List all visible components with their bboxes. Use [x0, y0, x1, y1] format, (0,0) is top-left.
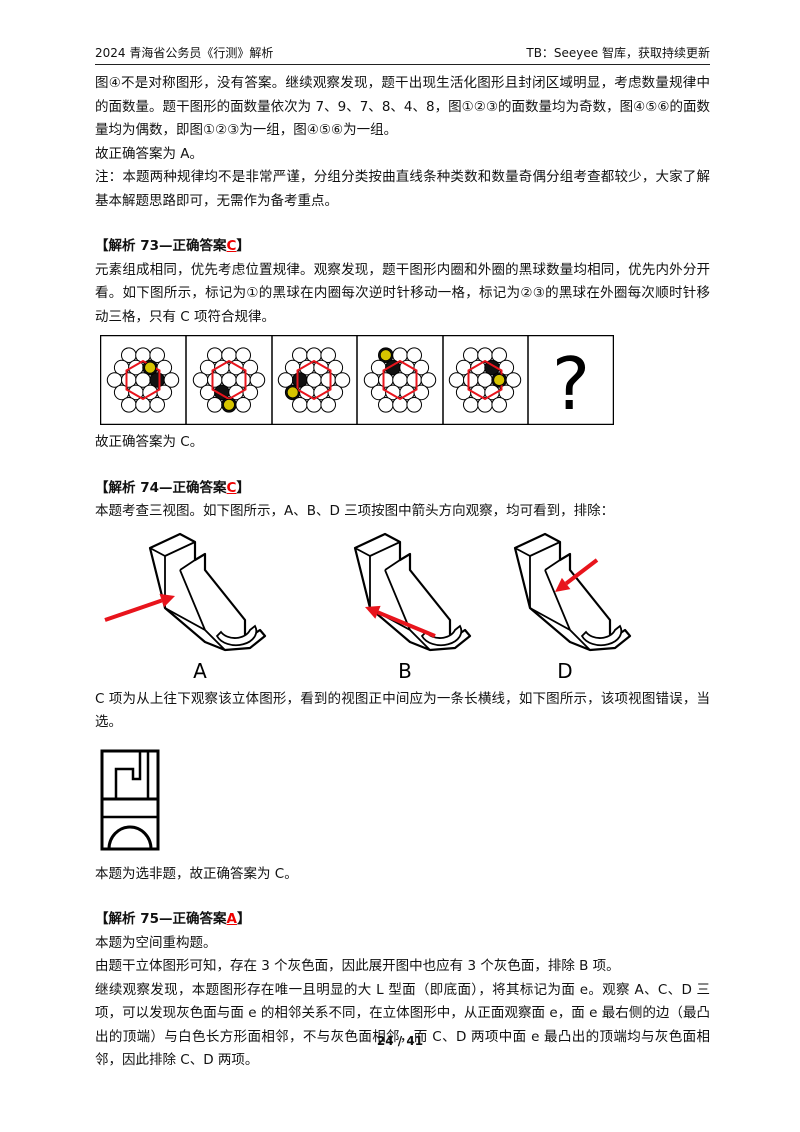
white-ball: [420, 372, 437, 388]
white-ball: [498, 384, 515, 401]
block-edges: [149, 540, 226, 651]
view-label: D: [557, 659, 572, 682]
white-ball: [163, 372, 180, 388]
answer-letter: C: [226, 238, 237, 254]
isometric-view: B: [353, 532, 472, 682]
white-ball: [463, 397, 479, 413]
arc-outline: [107, 825, 153, 849]
sec72-paragraph-3: 注：本题两种规律均不是非常严谨，分组分类按曲直线条种类数和数量奇偶分组考查都较少…: [95, 169, 710, 209]
isometric-view: D: [513, 532, 632, 682]
white-ball: [149, 397, 166, 413]
heading-suffix: 】: [236, 911, 251, 927]
white-ball: [156, 384, 173, 401]
outer-ball-badge: [379, 349, 392, 362]
sec73-paragraph-2: 故正确答案为 C。: [95, 434, 204, 450]
white-ball: [235, 347, 251, 364]
q73-sequence-figure: ?: [100, 335, 614, 425]
white-ball: [292, 397, 308, 413]
block-edges: [354, 540, 431, 651]
sec74-heading: 【解析 74—正确答案C】: [95, 477, 710, 501]
white-ball: [505, 372, 522, 388]
white-ball: [406, 397, 423, 413]
page-content: 图④不是对称图形，没有答案。继续观察发现，题干出现生活化图形且封闭区域明显，考虑…: [95, 72, 710, 1073]
inner-ring-marker: [382, 359, 418, 401]
view-direction-arrow: [564, 557, 599, 585]
white-ball: [320, 397, 336, 413]
arc-cutout: [580, 624, 623, 646]
white-ball: [406, 347, 423, 364]
outer-ball-badge: [223, 398, 235, 411]
white-ball: [242, 384, 259, 401]
page-number: 24 / 41: [376, 1034, 424, 1048]
inner-ring-marker: [467, 359, 503, 401]
sec75-paragraph-1: 本题为空间重构题。: [95, 934, 217, 951]
question-mark: ?: [552, 342, 590, 425]
answer-letter: C: [226, 479, 237, 496]
white-ball: [413, 359, 430, 376]
arc-cutout: [215, 624, 258, 646]
white-ball: [491, 397, 508, 413]
header-source: TB：Seeyee 智库，获取持续更新: [526, 46, 710, 60]
arrow-head: [555, 577, 571, 592]
sec74-paragraph-3: 本题为选非题，故正确答案为 C。: [95, 865, 298, 882]
arc-cutout: [420, 624, 463, 646]
sec73-paragraph-1: 元素组成相同，优先考虑位置规律。观察发现，题干图形内圈和外圈的黑球数量均相同，优…: [95, 261, 710, 325]
top-view-figure: [100, 749, 160, 850]
white-ball: [149, 347, 166, 364]
white-ball: [334, 372, 351, 388]
sequence-panel: [363, 347, 437, 413]
white-ball: [413, 384, 430, 401]
white-ball: [327, 359, 344, 376]
heading-prefix: 【解析 73—正确答案: [95, 238, 227, 254]
white-ball: [121, 397, 137, 413]
white-ball: [378, 397, 394, 413]
sec75-paragraph-2: 由题干立体图形可知，存在 3 个灰色面，因此展开图中也应有 3 个灰色面，排除 …: [95, 958, 620, 974]
white-ball: [320, 347, 336, 364]
view-label: A: [193, 659, 207, 682]
view-label: B: [398, 659, 412, 682]
white-ball: [156, 359, 173, 376]
isometric-view: A: [148, 532, 267, 682]
sec72-paragraph-2: 故正确答案为 A。: [95, 145, 204, 162]
page-header: 2024 青海省公务员《行测》解析 TB：Seeyee 智库，获取持续更新: [95, 42, 710, 65]
outer-ball-badge: [286, 386, 299, 399]
sec74-paragraph-1: 本题考查三视图。如下图所示，A、B、D 三项按图中箭头方向观察，均可看到，排除：: [95, 503, 615, 519]
heading-suffix: 】: [236, 479, 250, 496]
white-ball: [498, 359, 515, 376]
white-ball: [249, 372, 266, 388]
outer-ball-badge: [493, 374, 506, 386]
heading-suffix: 】: [236, 238, 250, 254]
header-title: 2024 青海省公务员《行测》解析: [95, 46, 274, 60]
heading-prefix: 【解析 75—正确答案: [95, 911, 227, 927]
answer-letter: A: [226, 911, 237, 927]
outer-ball-badge: [144, 361, 156, 374]
heading-prefix: 【解析 74—正确答案: [95, 479, 227, 496]
block-edges: [514, 540, 591, 651]
inner-ring-marker: [125, 359, 161, 401]
view-direction-arrow: [104, 598, 163, 622]
sec74-paragraph-2: C 项为从上往下观察该立体图形，看到的视图正中间应为一条长横线，如下图所示，该项…: [95, 690, 710, 731]
sequence-panel: [192, 347, 266, 413]
white-ball: [242, 359, 259, 376]
sequence-panel: [277, 347, 351, 413]
arrow-head: [159, 593, 175, 607]
sec75-heading: 【解析 75—正确答案A】: [95, 908, 710, 932]
sec72-paragraph-1: 图④不是对称图形，没有答案。继续观察发现，题干出现生活化图形且封闭区域明显，考虑…: [95, 75, 710, 138]
sec75-paragraph-3: 继续观察发现，本题图形存在唯一且明显的大 L 型面（即底面），将其标记为面 e。…: [95, 981, 710, 1069]
white-ball: [327, 384, 344, 401]
inner-ring-marker: [296, 359, 332, 401]
white-ball: [207, 397, 223, 413]
white-ball: [491, 347, 508, 364]
sequence-panel: [106, 347, 180, 413]
sequence-panel: [448, 347, 522, 413]
white-ball: [235, 397, 251, 413]
view-direction-arrow: [377, 610, 436, 638]
slot-outline: [114, 750, 142, 799]
sec73-heading: 【解析 73—正确答案C】: [95, 235, 710, 259]
arrow-head: [365, 605, 381, 619]
